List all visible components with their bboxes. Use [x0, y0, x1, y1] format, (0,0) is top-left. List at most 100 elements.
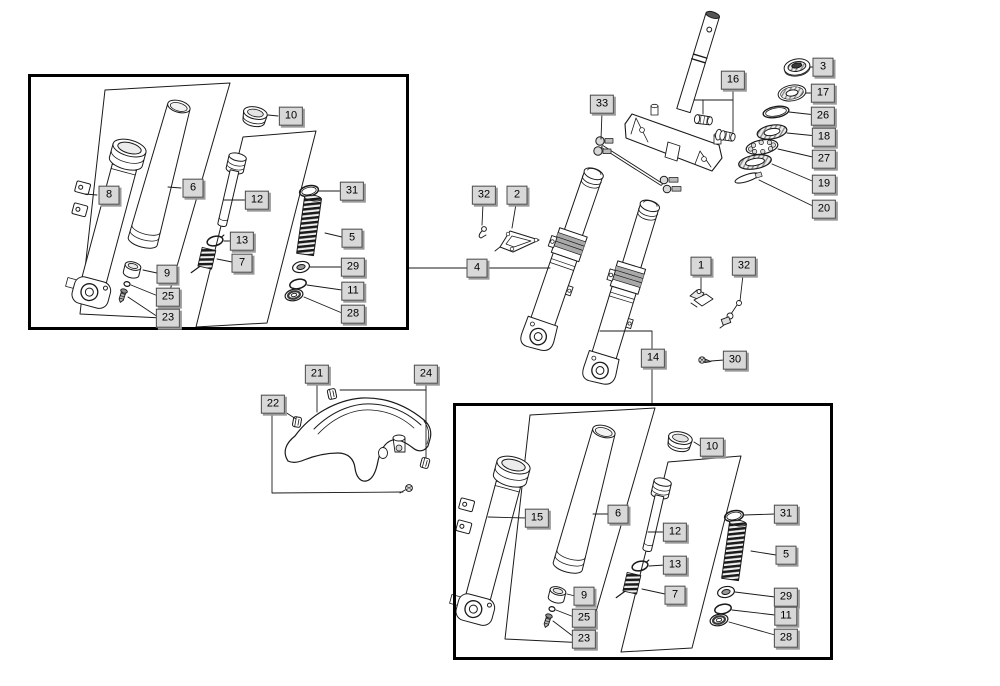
callout-1: 1: [690, 256, 712, 276]
leader-line-6: [167, 186, 182, 189]
callout-14: 14: [640, 348, 666, 368]
stem-nut-small: [693, 114, 713, 126]
callout-30: 30: [722, 350, 748, 370]
leader-line-9: [142, 269, 158, 274]
leader-line-19: [771, 163, 818, 184]
callout-12: 12: [662, 522, 688, 542]
callout-9: 9: [573, 586, 595, 606]
callout-25: 25: [155, 287, 181, 307]
callout-15: 15: [524, 508, 550, 528]
bearing-race-19: [738, 154, 772, 170]
hose-clip-32-right: [719, 300, 742, 329]
bracket-plate-2: [494, 230, 540, 253]
callout-11: 11: [774, 606, 798, 626]
leader-line-28: [303, 296, 343, 314]
leader-line-28: [728, 621, 776, 636]
callout-22: 22: [260, 394, 286, 414]
callout-29: 29: [340, 257, 366, 277]
steering-link-rod: [593, 136, 682, 194]
fender-clip-left: [291, 415, 303, 429]
leader-line-23: [127, 296, 159, 318]
callout-5: 5: [775, 545, 797, 565]
fender-screw-bottom: [399, 484, 413, 494]
leader-line-5: [750, 550, 777, 556]
callout-7: 7: [231, 253, 253, 273]
leader-line-25: [130, 284, 159, 297]
dust-seal-20: [734, 171, 763, 184]
bracket-1: [689, 289, 714, 308]
bearing-race-18: [756, 124, 788, 140]
leader-line-7: [216, 258, 233, 263]
callout-6: 6: [182, 178, 204, 198]
callout-12: 12: [244, 190, 270, 210]
steering-bearing-stack: [734, 58, 811, 184]
washer-26: [762, 105, 790, 119]
callout-11: 11: [341, 281, 365, 301]
leader-line-11: [306, 284, 343, 291]
leader-line-15: [487, 516, 528, 519]
fender-clip-right: [419, 456, 431, 470]
callout-18: 18: [811, 127, 837, 147]
leader-lines: [84, 66, 818, 638]
hose-clip-32-left: [478, 226, 487, 239]
lower-right-detail-box: [453, 403, 833, 660]
steering-stem: [676, 10, 720, 114]
leader-line-22: [271, 411, 404, 494]
callout-24: 24: [413, 364, 439, 384]
callout-9: 9: [156, 264, 178, 284]
upper-steering-cap-3: [783, 58, 811, 77]
callout-33: 33: [589, 94, 615, 114]
callout-31: 31: [339, 181, 365, 201]
leader-line-31: [743, 513, 776, 516]
leader-line-2: [511, 203, 517, 229]
leader-line-25: [555, 609, 575, 618]
callout-31: 31: [773, 504, 799, 524]
callout-4: 4: [466, 258, 488, 278]
leader-line-23: [552, 620, 575, 638]
callout-6: 6: [607, 504, 629, 524]
callout-20: 20: [811, 199, 837, 219]
callout-25: 25: [571, 608, 597, 628]
leader-line-30: [710, 359, 725, 362]
callout-27: 27: [811, 149, 837, 169]
leader-line-5: [324, 232, 343, 238]
callout-17: 17: [810, 83, 836, 103]
leader-line-33: [600, 111, 603, 140]
callout-16: 16: [720, 70, 746, 90]
leader-line-32: [739, 274, 744, 302]
callout-29: 29: [773, 587, 799, 607]
callout-7: 7: [664, 585, 686, 605]
ring-nut-17: [777, 84, 807, 102]
callout-23: 23: [571, 629, 597, 649]
callout-28: 28: [773, 628, 799, 648]
fender-clip-top: [326, 387, 338, 401]
leader-line-8: [84, 193, 98, 196]
callout-23: 23: [155, 308, 181, 328]
callout-5: 5: [341, 228, 363, 248]
callout-2: 2: [506, 185, 528, 205]
lower-yoke-bracket: [624, 103, 723, 172]
leader-line-13: [648, 564, 666, 567]
front-fender: [284, 397, 432, 482]
callout-19: 19: [811, 174, 837, 194]
leader-line-14: [599, 330, 653, 350]
assembled-fork-leg-left: [514, 161, 613, 356]
callout-32: 32: [471, 185, 497, 205]
ball-bearing-cage-27: [745, 138, 779, 156]
leader-line-7: [641, 588, 666, 595]
callout-10: 10: [278, 106, 304, 126]
leader-line-10: [267, 114, 279, 117]
callout-8: 8: [98, 185, 120, 205]
leader-line-29: [734, 591, 776, 598]
screw-30: [698, 356, 712, 364]
leader-line-20: [758, 179, 818, 209]
leader-line-11: [731, 609, 776, 616]
leader-line-27: [777, 148, 818, 159]
callout-26: 26: [810, 106, 836, 126]
callout-28: 28: [340, 304, 366, 324]
callout-32: 32: [731, 256, 757, 276]
callout-10: 10: [699, 437, 725, 457]
leader-line-32: [481, 203, 484, 226]
